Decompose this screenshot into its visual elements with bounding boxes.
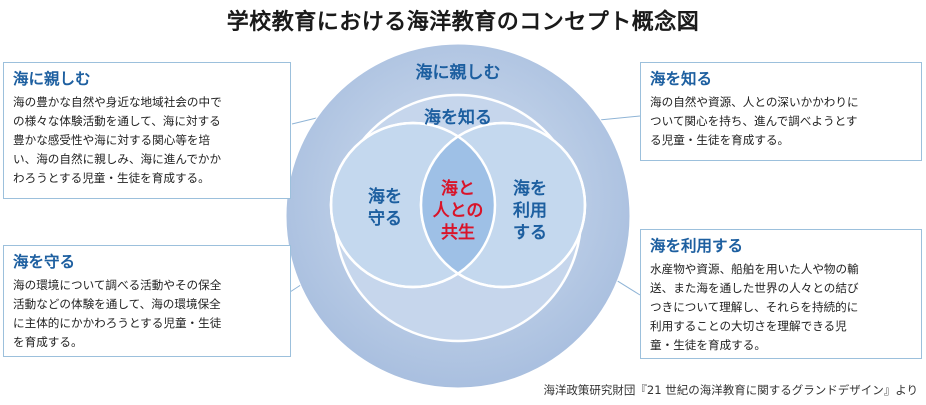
label-middle-circle: 海を知る [424, 108, 492, 128]
box-shiru: 海を知る 海の自然や資源、人との深いかかわりに ついて関心を持ち、進んで調べよう… [640, 62, 922, 161]
box-riyou-heading: 海を利用する [650, 237, 744, 255]
box-shiru-heading: 海を知る [650, 70, 713, 88]
box-shiru-text: 海の自然や資源、人との深いかかわりに ついて関心を持ち、進んで調べようとす る児… [650, 95, 859, 147]
label-outer-circle: 海に親しむ [415, 63, 501, 83]
box-riyou-text: 水産物や資源、船舶を用いた人や物の輸 送、また海を通した世界の人々との結び つき… [650, 262, 859, 352]
label-left-circle: 海を 守る [368, 187, 402, 229]
source-citation: 海洋政策研究財団『21 世紀の海洋教育に関するグランドデザイン』より [543, 383, 918, 397]
inner-circle-right-outline [419, 121, 587, 289]
box-riyou: 海を利用する 水産物や資源、船舶を用いた人や物の輸 送、また海を通した世界の人々… [640, 229, 922, 359]
box-mamoru-heading: 海を守る [13, 253, 76, 271]
box-shitashimu-heading: 海に親しむ [13, 70, 91, 88]
box-mamoru-text: 海の環境について調べる活動やその保全 活動などの体験を通して、海の環境保全 に主… [13, 278, 222, 349]
inner-circle-left-outline [329, 121, 497, 289]
box-mamoru: 海を守る 海の環境について調べる活動やその保全 活動などの体験を通して、海の環境… [3, 245, 291, 357]
label-right-circle: 海を 利用 する [513, 179, 547, 243]
page-title: 学校教育における海洋教育のコンセプト概念図 [226, 10, 700, 35]
box-shitashimu-text: 海の豊かな自然や身近な地域社会の中で の様々な体験活動を通して、海に対する 豊か… [13, 95, 222, 185]
intersection-lens [421, 123, 495, 287]
label-center: 海と 人との 共生 [432, 179, 484, 243]
box-shitashimu: 海に親しむ 海の豊かな自然や身近な地域社会の中で の様々な体験活動を通して、海に… [3, 62, 291, 199]
